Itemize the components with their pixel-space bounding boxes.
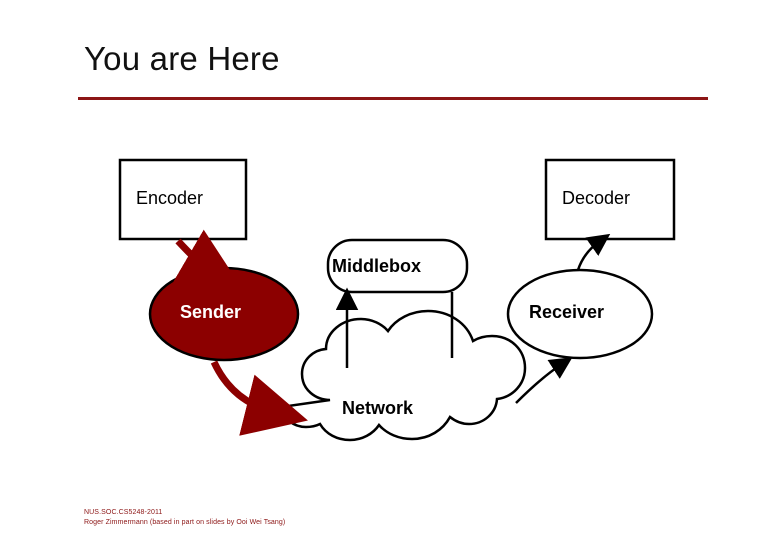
encoder-to-sender-arrow — [171, 229, 243, 289]
middlebox-label: Middlebox — [332, 256, 421, 276]
sender-to-network-arrow — [210, 360, 308, 436]
network-cloud — [279, 309, 527, 442]
receiver-to-decoder-arrow — [576, 233, 611, 271]
diagram-svg — [118, 158, 676, 442]
footer-line-1: NUS.SOC.CS5248-2011 — [84, 509, 163, 516]
encoder-label: Encoder — [136, 188, 204, 208]
decoder-box — [544, 158, 676, 241]
receiver-ellipse — [506, 268, 654, 360]
network-label: Network — [342, 398, 414, 418]
footer-credits: NUS.SOC.CS5248-2011 Roger Zimmermann (ba… — [84, 508, 285, 528]
sender-label: Sender — [180, 302, 242, 322]
middlebox-box — [326, 238, 469, 294]
page-title: You are Here — [84, 40, 280, 77]
pipeline-diagram: Encoder Decoder Middlebox Sender Receive… — [0, 100, 780, 490]
network-to-receiver-arrow — [515, 357, 573, 404]
title-underline-rule — [78, 97, 708, 100]
decoder-label: Decoder — [562, 188, 631, 208]
receiver-label: Receiver — [529, 302, 605, 322]
footer-line-2: Roger Zimmermann (based in part on slide… — [84, 519, 286, 526]
